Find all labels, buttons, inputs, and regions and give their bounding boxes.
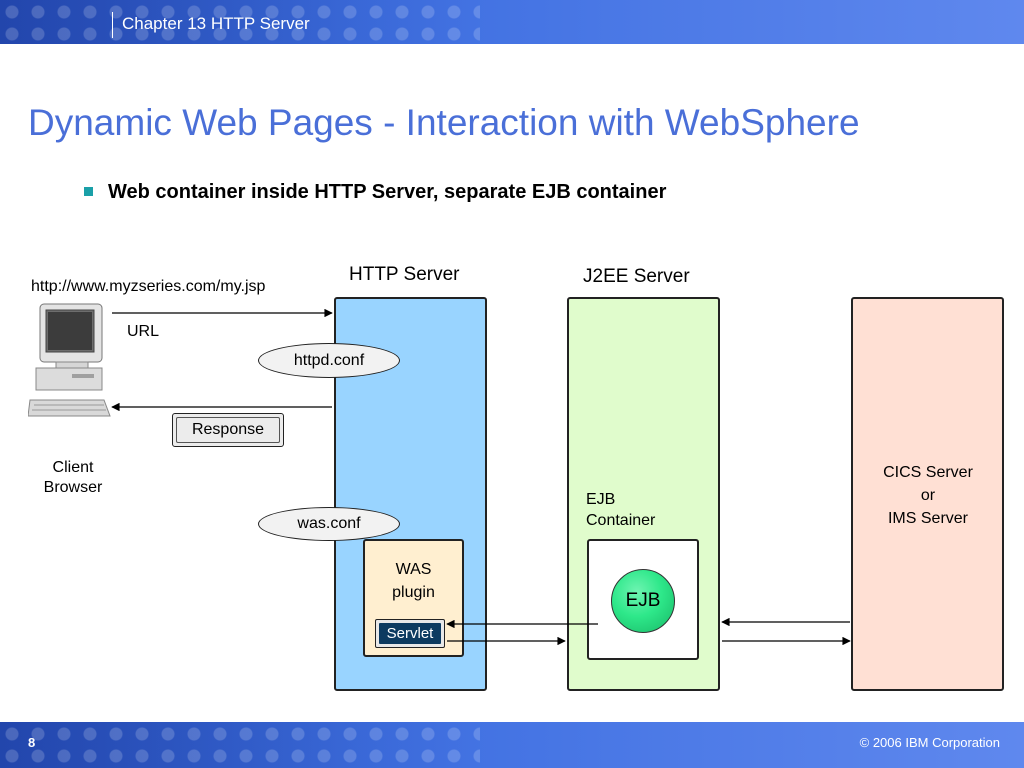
page-number: 8: [28, 735, 36, 750]
response-box: Response: [172, 413, 284, 447]
ims-server-label: IMS Server: [887, 510, 968, 527]
was-conf-label: was.conf: [297, 515, 361, 532]
servlet-box: Servlet: [375, 619, 445, 648]
url-label: URL: [127, 323, 160, 340]
was-plugin-label: WAS plugin: [365, 558, 462, 604]
ejb-container-line1: EJB: [586, 491, 616, 508]
servlet-inner: Servlet: [379, 623, 441, 644]
ejb-container-box: [587, 539, 699, 660]
header-bar: Chapter 13 HTTP Server: [0, 0, 1024, 44]
httpd-conf-ellipse: httpd.conf: [258, 343, 400, 378]
client-browser-label: Client Browser: [30, 458, 116, 498]
response-label: Response: [191, 421, 265, 438]
browser-label: Browser: [43, 479, 103, 496]
or-label: or: [920, 487, 936, 504]
ejb-label: EJB: [625, 590, 661, 611]
cics-server-box: [851, 297, 1004, 691]
http-server-label: HTTP Server: [349, 264, 460, 285]
cics-server-label: CICS Server: [883, 464, 973, 481]
url-text: http://www.myzseries.com/my.jsp: [31, 278, 266, 295]
header-pattern: [0, 0, 480, 44]
footer-bar: 8 © 2006 IBM Corporation: [0, 722, 1024, 768]
ejb-container-label: EJB Container: [586, 489, 655, 531]
was-label: WAS: [395, 561, 432, 578]
footer-pattern: [0, 722, 480, 768]
servlet-label: Servlet: [386, 625, 434, 642]
plugin-label: plugin: [392, 584, 435, 601]
chapter-title: Chapter 13 HTTP Server: [122, 14, 310, 33]
httpd-conf-label: httpd.conf: [293, 351, 365, 369]
cics-ims-label: CICS Server or IMS Server: [853, 461, 1003, 530]
bullet-text: Web container inside HTTP Server, separa…: [108, 181, 667, 203]
bullet-square-icon: [84, 187, 93, 196]
was-conf-ellipse: was.conf: [258, 507, 400, 541]
client-label: Client: [52, 459, 94, 476]
ejb-circle: EJB: [611, 569, 675, 633]
copyright-text: © 2006 IBM Corporation: [859, 735, 1000, 750]
j2ee-server-label: J2EE Server: [583, 266, 690, 287]
ejb-container-line2: Container: [586, 512, 656, 529]
client-computer-icon: [28, 303, 111, 417]
slide-title: Dynamic Web Pages - Interaction with Web…: [28, 102, 860, 143]
header-divider: [112, 12, 113, 38]
response-inner-frame: [176, 417, 280, 443]
